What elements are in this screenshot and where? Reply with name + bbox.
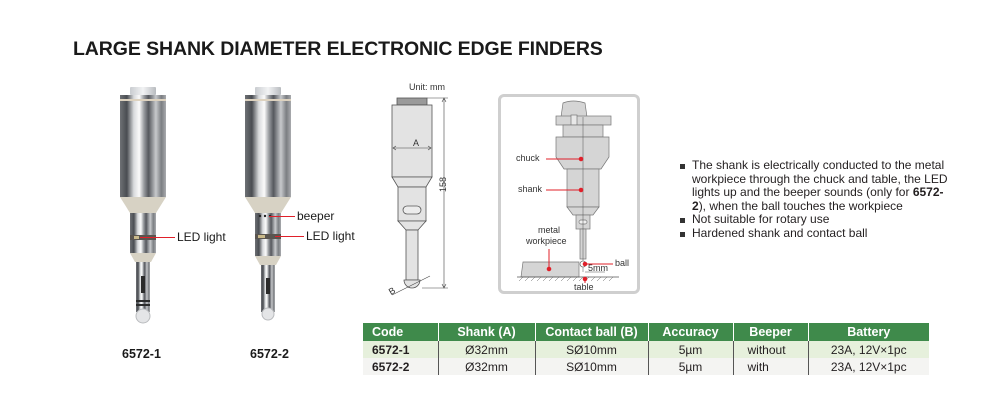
led-light-callout-line-2 <box>275 236 304 238</box>
cell-code: 6572-1 <box>363 341 439 358</box>
cell-beeper: with <box>733 358 809 375</box>
chuck-label: chuck <box>516 153 540 163</box>
beeper-callout: beeper <box>297 209 335 223</box>
cell-shank: Ø32mm <box>438 358 536 375</box>
cell-shank: Ø32mm <box>438 341 536 358</box>
led-light-callout-2: LED light <box>306 229 355 243</box>
header-code: Code <box>363 323 439 341</box>
usage-illustration: chuck shank metal workpiece ball 5mm tab… <box>498 94 640 294</box>
header-shank: Shank (A) <box>438 323 536 341</box>
table-row: 6572-1 Ø32mm SØ10mm 5µm without 23A, 12V… <box>363 341 929 358</box>
cell-battery: 23A, 12V×1pc <box>808 358 929 375</box>
led-light-callout: LED light <box>177 230 226 244</box>
unit-label: Unit: mm <box>409 82 445 92</box>
cell-contact-ball: SØ10mm <box>535 341 649 358</box>
feature-item: Hardened shank and contact ball <box>679 226 949 241</box>
cell-beeper: without <box>733 341 809 358</box>
product-code-6572-1: 6572-1 <box>122 347 161 361</box>
feature-item: Not suitable for rotary use <box>679 213 949 227</box>
product-photo-6572-2 <box>243 86 293 328</box>
dimension-a-label: A <box>413 138 420 148</box>
feature-list: The shank is electrically conducted to t… <box>679 158 949 241</box>
ball-label: ball <box>615 258 630 268</box>
dimension-drawing <box>370 92 460 307</box>
length-dimension-label: 158 <box>438 176 448 192</box>
table-label: table <box>574 282 594 292</box>
cell-code: 6572-2 <box>363 358 439 375</box>
header-beeper: Beeper <box>733 323 809 341</box>
header-accuracy: Accuracy <box>648 323 734 341</box>
gap-label: 5mm <box>588 263 608 273</box>
metal-label: metal <box>538 225 561 235</box>
led-light-callout-line <box>140 237 175 239</box>
header-battery: Battery <box>808 323 929 341</box>
feature-item: The shank is electrically conducted to t… <box>679 158 949 213</box>
beeper-callout-line <box>269 216 295 218</box>
product-photo-6572-1 <box>118 86 168 328</box>
cell-accuracy: 5µm <box>648 358 734 375</box>
table-header-row: Code Shank (A) Contact ball (B) Accuracy… <box>363 323 929 341</box>
spec-table: Code Shank (A) Contact ball (B) Accuracy… <box>363 323 929 375</box>
cell-contact-ball: SØ10mm <box>535 358 649 375</box>
table-row: 6572-2 Ø32mm SØ10mm 5µm with 23A, 12V×1p… <box>363 358 929 375</box>
cell-accuracy: 5µm <box>648 341 734 358</box>
header-contact-ball: Contact ball (B) <box>535 323 649 341</box>
page-title: LARGE SHANK DIAMETER ELECTRONIC EDGE FIN… <box>73 38 603 60</box>
product-code-6572-2: 6572-2 <box>250 347 289 361</box>
shank-label: shank <box>518 184 543 194</box>
cell-battery: 23A, 12V×1pc <box>808 341 929 358</box>
workpiece-label: workpiece <box>526 236 567 246</box>
